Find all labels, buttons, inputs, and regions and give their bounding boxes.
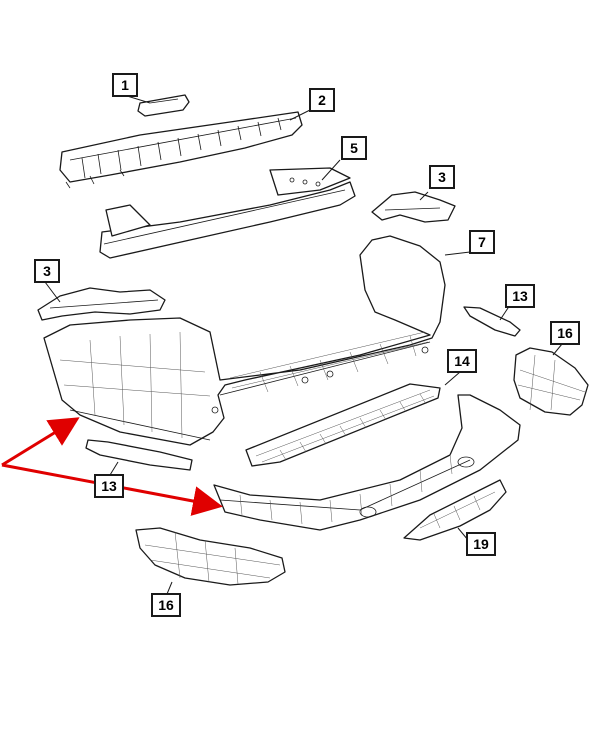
callout-13-right: 13 — [505, 284, 535, 308]
part-2-energy-absorber — [59, 111, 303, 189]
callout-13-left: 13 — [94, 474, 124, 498]
lower-valance — [213, 394, 521, 531]
part-3-right-bracket — [371, 191, 456, 223]
callout-1: 1 — [112, 73, 138, 97]
callout-2-label: 2 — [318, 92, 326, 108]
callout-14: 14 — [447, 349, 477, 373]
callout-5-label: 5 — [350, 140, 358, 156]
callout-7-label: 7 — [478, 234, 486, 250]
part-13-left-reflector-strip — [85, 439, 193, 471]
part-13-right-reflector-strip — [463, 306, 521, 337]
part-16-right-corner-cap — [513, 347, 589, 416]
callout-16-left-label: 16 — [158, 597, 174, 613]
callout-13-left-label: 13 — [101, 478, 117, 494]
callout-1-label: 1 — [121, 77, 129, 93]
callout-3-upper-label: 3 — [438, 169, 446, 185]
callout-16-left: 16 — [151, 593, 181, 617]
callout-19: 19 — [466, 532, 496, 556]
callout-5: 5 — [341, 136, 367, 160]
part-16-left-corner-cap — [135, 527, 286, 586]
part-7-bumper-fascia — [43, 235, 446, 446]
part-1-bracket — [137, 94, 190, 117]
callout-3-upper: 3 — [429, 165, 455, 189]
part-5-reinforcement-beam — [99, 167, 356, 259]
callout-14-label: 14 — [454, 353, 470, 369]
callout-7: 7 — [469, 230, 495, 254]
callout-3-left-label: 3 — [43, 263, 51, 279]
callout-19-label: 19 — [473, 536, 489, 552]
callout-16-right-label: 16 — [557, 325, 573, 341]
callout-2: 2 — [309, 88, 335, 112]
callout-13-right-label: 13 — [512, 288, 528, 304]
part-19-skid-plate — [403, 479, 507, 541]
part-3-left-bracket — [37, 287, 166, 321]
callout-3-left: 3 — [34, 259, 60, 283]
part-14-step-pad — [245, 383, 441, 467]
callout-16-right: 16 — [550, 321, 580, 345]
